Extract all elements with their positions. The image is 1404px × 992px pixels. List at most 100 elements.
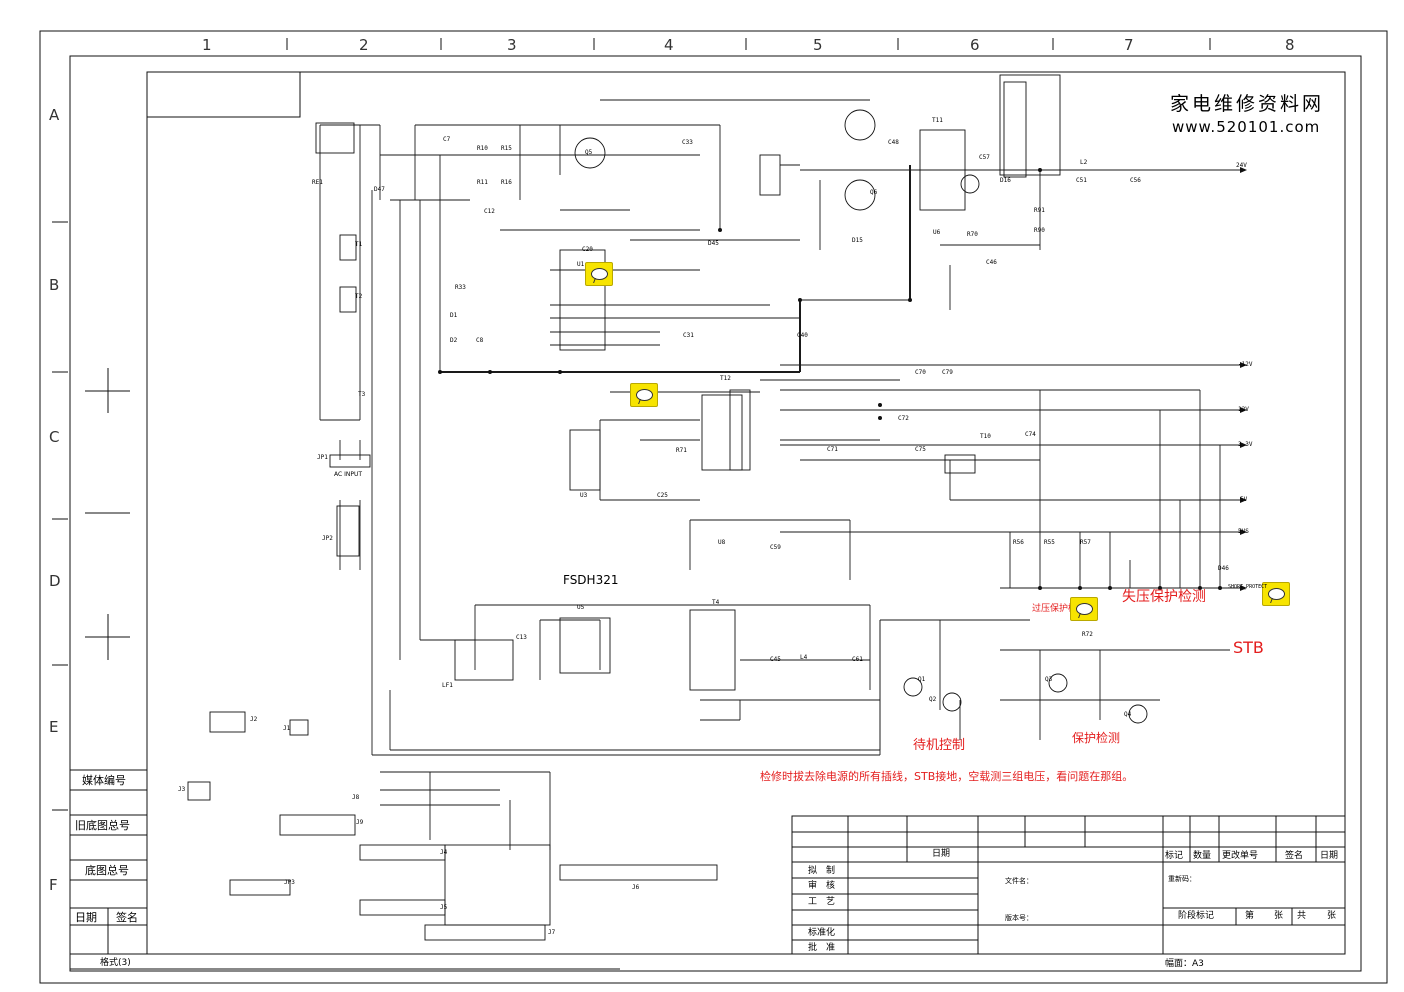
column-2: 2	[359, 36, 369, 54]
corner-box	[146, 71, 301, 118]
wiring	[319, 99, 1240, 850]
tb-version: 版本号：	[1005, 914, 1033, 922]
part-u1: U1	[577, 261, 585, 268]
part-c59: C59	[770, 544, 781, 551]
rail-12v: 12V	[1238, 406, 1249, 413]
part-c25: C25	[657, 492, 668, 499]
part-c45: C45	[770, 656, 781, 663]
rail-short-protect: SHORT_PROTECT	[1228, 584, 1268, 590]
tb-date2: 日期	[1320, 851, 1339, 861]
part-j6: J6	[632, 884, 640, 891]
column-1: 1	[202, 36, 212, 54]
part-d46: D46	[1218, 565, 1229, 572]
part-j9: J9	[356, 819, 364, 826]
part-u3: U3	[580, 492, 588, 499]
part-c70: C70	[915, 369, 926, 376]
part-j8: J8	[352, 794, 360, 801]
rail-24v: 24V	[1236, 162, 1247, 169]
tb-stage-mark: 阶段标记	[1178, 911, 1215, 921]
part-u6: U6	[933, 229, 941, 236]
transformer-t12	[701, 394, 743, 471]
column-7: 7	[1124, 36, 1134, 54]
part-jp3: JP3	[284, 879, 295, 886]
sidebar-old-drawing: 旧底图总号	[75, 819, 130, 832]
part-q5: Q5	[585, 149, 593, 156]
tb-review: 审 核	[808, 881, 836, 891]
part-c31: C31	[683, 332, 694, 339]
part-d1: D1	[450, 312, 458, 319]
sidebar-format: 格式(3)	[100, 958, 131, 968]
part-c56: C56	[1130, 177, 1141, 184]
part-l4: L4	[800, 654, 808, 661]
note-icon-pfc[interactable]	[630, 383, 658, 407]
tb-file-name: 文件名：	[1005, 877, 1033, 885]
tb-total: 共	[1297, 911, 1307, 921]
part-c40: C40	[797, 332, 808, 339]
undervoltage-label: 失压保护检测	[1122, 589, 1206, 605]
part-t1: T1	[355, 241, 363, 248]
ic-u3	[569, 429, 601, 491]
part-j4: J4	[440, 849, 448, 856]
part-r70: R70	[967, 231, 978, 238]
part-d16: D16	[1000, 177, 1011, 184]
column-6: 6	[970, 36, 980, 54]
row-b: B	[49, 276, 60, 294]
part-r90: R90	[1034, 227, 1045, 234]
note-icon-undervoltage[interactable]	[1262, 582, 1290, 606]
part-r16: R16	[501, 179, 512, 186]
column-4: 4	[664, 36, 674, 54]
part-t3: T3	[358, 391, 366, 398]
tb-sheet-unit: 张	[1274, 911, 1284, 921]
sidebar-date: 日期	[75, 911, 97, 924]
part-r10: R10	[477, 145, 488, 152]
watermark-title: 家电维修资料网	[1170, 93, 1325, 115]
sidebar-signature: 签名	[116, 911, 138, 924]
tb-draft: 拟 制	[808, 866, 836, 876]
part-r71: R71	[676, 447, 687, 454]
part-t11: T11	[932, 117, 943, 124]
sidebar-media-no: 媒体编号	[82, 774, 126, 787]
part-re1: RE1	[312, 179, 323, 186]
part-t12: T12	[720, 375, 731, 382]
part-c8: C8	[476, 337, 484, 344]
part-r55: R55	[1044, 539, 1055, 546]
note-icon-u1[interactable]	[585, 262, 613, 286]
tb-mark: 标记	[1165, 851, 1184, 861]
part-c61: C61	[852, 656, 863, 663]
part-c71: C71	[827, 446, 838, 453]
drawing-border	[146, 71, 1346, 955]
jp1	[329, 454, 371, 468]
bridge-rectifier	[454, 639, 514, 681]
rail-5v: 5V	[1240, 496, 1248, 503]
part-d47: D47	[374, 186, 385, 193]
column-3: 3	[507, 36, 517, 54]
tb-size: 幅面：A3	[1165, 959, 1204, 969]
ic-fsdh321	[559, 617, 611, 674]
note-icon-overvoltage[interactable]	[1070, 597, 1098, 621]
part-r72: R72	[1082, 631, 1093, 638]
tb-sheet: 第	[1245, 911, 1255, 921]
components	[187, 74, 1148, 941]
row-a: A	[49, 106, 60, 124]
part-q4: Q4	[1124, 711, 1132, 718]
part-d15: D15	[852, 237, 863, 244]
part-c48: C48	[888, 139, 899, 146]
part-r33: R33	[455, 284, 466, 291]
watermark-url: www.520101.com	[1172, 118, 1321, 136]
part-c75: C75	[915, 446, 926, 453]
part-j2: J2	[250, 716, 258, 723]
inner-frame	[69, 55, 1362, 972]
part-c7: C7	[443, 136, 451, 143]
part-c33: C33	[682, 139, 693, 146]
part-q6: Q6	[870, 189, 878, 196]
overvoltage-label: 过压保护检测	[1032, 604, 1087, 614]
junction-dots	[438, 168, 1222, 590]
ic-u10	[944, 454, 976, 474]
part-c13: C13	[516, 634, 527, 641]
mosfet-q1	[574, 137, 606, 169]
tb-update-code: 重新码：	[1168, 875, 1196, 883]
part-t2: T2	[355, 293, 363, 300]
part-u8: U8	[718, 539, 726, 546]
part-q3: Q3	[1045, 676, 1053, 683]
